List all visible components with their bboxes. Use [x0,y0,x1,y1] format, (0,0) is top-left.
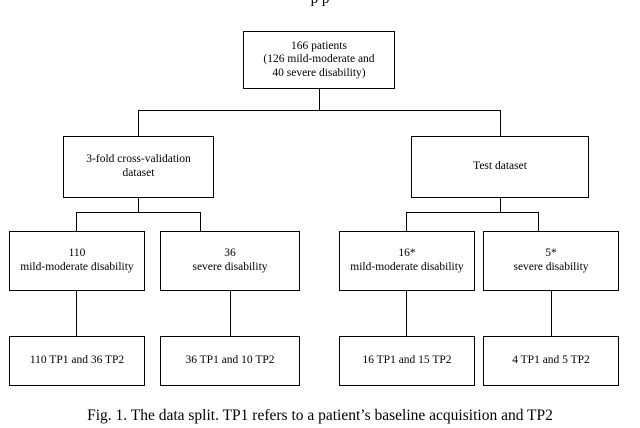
node-root: 166 patients (126 mild-moderate and 40 s… [243,31,395,89]
connector-test-stem [500,198,501,212]
connector-test-drop-right [538,212,539,231]
connector-level2-bus [138,110,501,111]
connector-level2-drop-left [138,110,139,136]
node-cv-mild-moderate: 110 mild-moderate disability [9,231,145,291]
node-test-severe: 5* severe disability [483,231,619,291]
connector-cv-severe-to-tp [230,291,231,336]
node-cv-mild-timepoints: 110 TP1 and 36 TP2 [9,336,145,386]
connector-cv-mild-to-tp [76,291,77,336]
figure-caption-clip: Fig. 1. The data split. TP1 refers to a … [0,404,640,428]
node-cv-severe-timepoints: 36 TP1 and 10 TP2 [160,336,300,386]
figure-caption: Fig. 1. The data split. TP1 refers to a … [87,407,553,424]
connector-cv-drop-right [200,212,201,231]
connector-test-bus [406,212,539,213]
cropped-header-text: p p [0,0,640,14]
node-test-severe-timepoints: 4 TP1 and 5 TP2 [483,336,619,386]
node-test-mild-moderate: 16* mild-moderate disability [339,231,475,291]
node-cv-severe: 36 severe disability [160,231,300,291]
connector-level2-drop-right [500,110,501,136]
connector-cv-bus [76,212,201,213]
connector-test-mild-to-tp [406,291,407,336]
connector-cv-drop-left [76,212,77,231]
connector-test-severe-to-tp [551,291,552,336]
connector-root-stem [319,89,320,110]
connector-cv-stem [138,198,139,212]
connector-test-drop-left [406,212,407,231]
node-test-mild-timepoints: 16 TP1 and 15 TP2 [339,336,475,386]
node-test-dataset: Test dataset [411,136,589,198]
node-cross-validation-dataset: 3-fold cross-validation dataset [63,136,214,198]
